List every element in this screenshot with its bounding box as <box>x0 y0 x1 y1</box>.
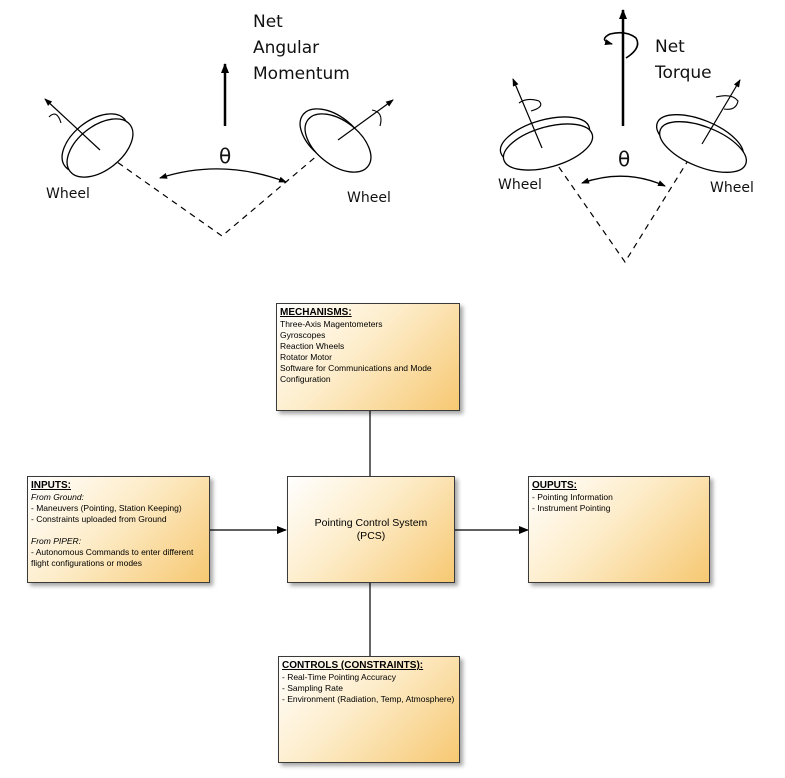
left-figure-right-wheel <box>299 99 394 173</box>
mechanisms-title: MECHANISMS: <box>280 307 352 318</box>
controls-item: - Sampling Rate <box>282 683 343 693</box>
outputs-title: OUPUTS: <box>532 480 577 491</box>
outputs-box: OUPUTS: - Pointing Information - Instrum… <box>528 476 710 583</box>
inputs-piper-heading: From PIPER: <box>31 536 82 546</box>
mechanisms-item: Gyroscopes <box>280 330 326 340</box>
right-angle-arc <box>581 175 666 187</box>
right-rotation-indicator <box>603 31 639 59</box>
inputs-ground-item: - Constraints uploaded from Ground <box>31 514 167 524</box>
left-angle-arc <box>159 168 287 183</box>
left-vector-label-line: Net <box>253 12 283 32</box>
controls-title: CONTROLS (CONSTRAINTS): <box>282 660 424 671</box>
pcs-box: Pointing Control System (PCS) <box>287 476 455 583</box>
left-vector-label: Net Angular Momentum <box>253 12 350 84</box>
right-figure-left-wheel-label: Wheel <box>498 177 542 193</box>
right-dashed-axes <box>539 137 703 264</box>
left-theta: θ <box>219 144 231 168</box>
mechanisms-item: Three-Axis Magentometers <box>280 319 383 329</box>
inputs-piper-item: - Autonomous Commands to enter different… <box>31 547 194 568</box>
pcs-label-line1: Pointing Control System <box>314 516 428 529</box>
pcs-label: Pointing Control System (PCS) <box>315 517 428 543</box>
right-figure-right-wheel-label: Wheel <box>710 180 754 196</box>
left-vector-label-line: Angular <box>253 38 319 58</box>
right-vector-label-line: Net <box>655 37 685 57</box>
mechanisms-item: Software for Communications and Mode Con… <box>280 363 432 384</box>
right-theta: θ <box>618 147 630 171</box>
left-vector-label-line: Momentum <box>253 64 350 84</box>
mechanisms-item: Reaction Wheels <box>280 341 345 351</box>
right-figure: Net Torque θ Wheel Wheel <box>498 9 754 264</box>
controls-box: CONTROLS (CONSTRAINTS): - Real-Time Poin… <box>278 656 460 763</box>
inputs-ground-item: - Maneuvers (Pointing, Station Keeping) <box>31 503 182 513</box>
left-dashed-axes <box>99 137 339 237</box>
right-figure-left-wheel <box>499 78 594 171</box>
pcs-label-line2: (PCS) <box>356 529 386 542</box>
outputs-item: - Pointing Information <box>532 492 613 502</box>
right-figure-right-wheel <box>656 79 747 173</box>
mechanisms-item: Rotator Motor <box>280 352 332 362</box>
outputs-item: - Instrument Pointing <box>532 503 611 513</box>
controls-item: - Real-Time Pointing Accuracy <box>282 672 397 682</box>
mechanisms-box: MECHANISMS: Three-Axis Magentometers Gyr… <box>276 303 460 411</box>
left-figure: Net Angular Momentum θ Wheel Wheel <box>44 12 394 237</box>
right-vector-label-line: Torque <box>654 63 712 83</box>
left-figure-left-wheel-label: Wheel <box>46 186 90 202</box>
left-figure-left-wheel <box>44 98 134 178</box>
left-figure-right-wheel-label: Wheel <box>347 190 391 206</box>
inputs-title: INPUTS: <box>31 480 71 491</box>
inputs-ground-heading: From Ground: <box>31 492 84 502</box>
controls-item: - Environment (Radiation, Temp, Atmosphe… <box>282 694 455 704</box>
inputs-box: INPUTS: From Ground: - Maneuvers (Pointi… <box>27 476 210 583</box>
inputs-spacer <box>31 525 206 536</box>
right-vector-label: Net Torque <box>654 37 712 83</box>
